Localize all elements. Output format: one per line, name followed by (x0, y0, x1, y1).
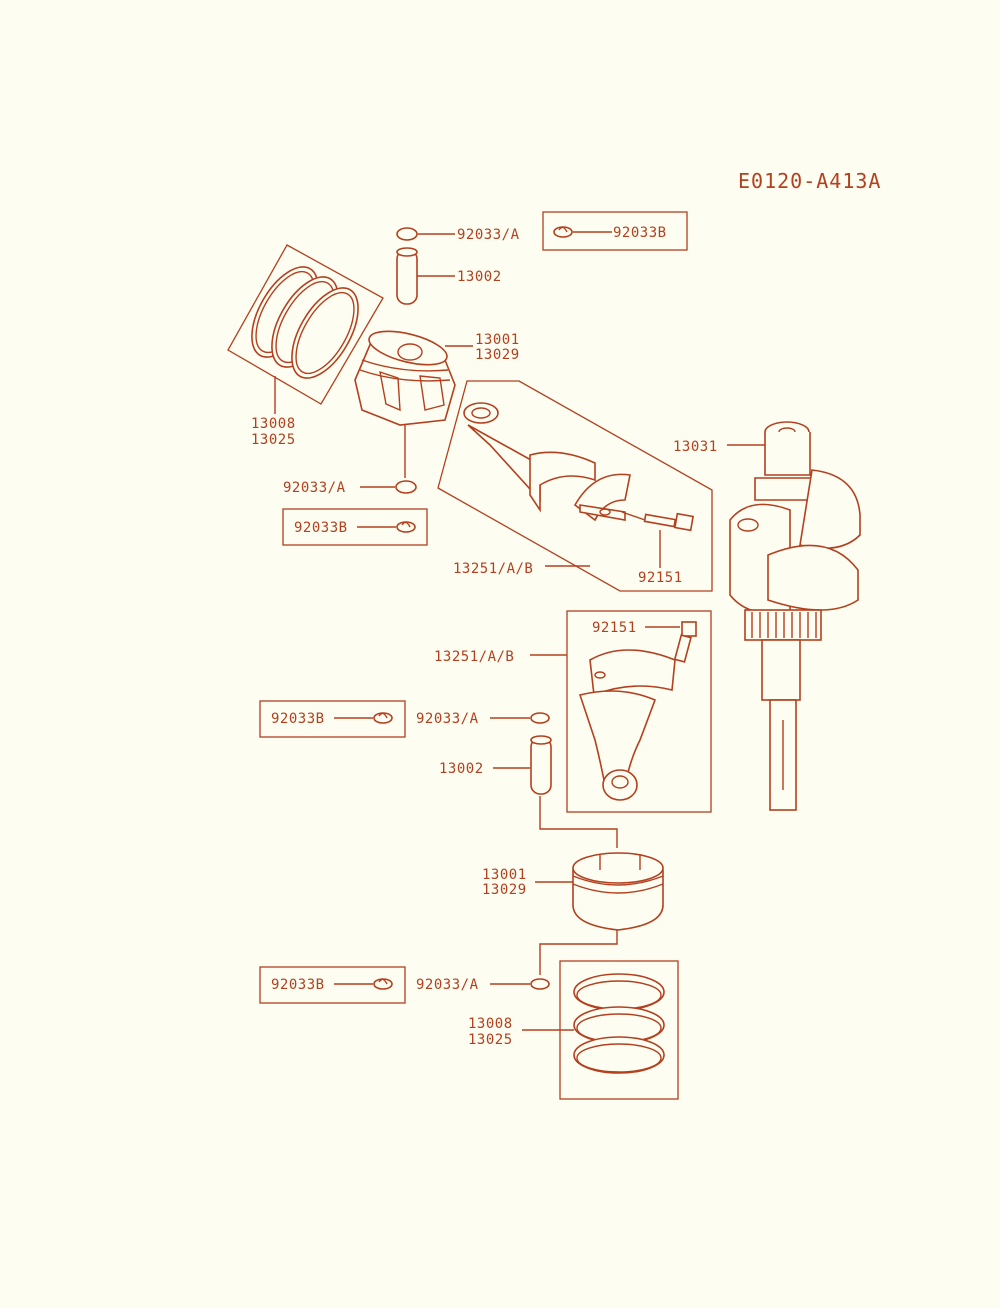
crankshaft-part[interactable] (727, 421, 861, 811)
label-13008-low[interactable]: 13008 (468, 1016, 513, 1032)
label-92033b-top[interactable]: 92033B (613, 225, 667, 241)
piston-low-part[interactable] (535, 852, 664, 975)
piston-pin-low-part[interactable] (493, 735, 618, 848)
callout-box-92033b-top[interactable] (542, 211, 688, 251)
label-13029-low[interactable]: 13029 (482, 882, 527, 898)
label-92033b-low2[interactable]: 92033B (271, 977, 325, 993)
label-92033a-top[interactable]: 92033/A (457, 227, 520, 243)
label-13001-top[interactable]: 13001 (475, 332, 520, 348)
label-13008-top[interactable]: 13008 (251, 416, 296, 432)
piston-pin-top-part[interactable] (396, 247, 455, 305)
circlip-low1-part[interactable] (490, 712, 550, 724)
label-92151-top[interactable]: 92151 (638, 570, 683, 586)
label-92033a-low1[interactable]: 92033/A (416, 711, 479, 727)
label-13025-top[interactable]: 13025 (251, 432, 296, 448)
callout-box-92033b-mid[interactable] (282, 508, 428, 546)
label-13025-low[interactable]: 13025 (468, 1032, 513, 1048)
label-92033b-low1[interactable]: 92033B (271, 711, 325, 727)
label-13001-low[interactable]: 13001 (482, 867, 527, 883)
label-92151-mid[interactable]: 92151 (592, 620, 637, 636)
diagram-code: E0120-A413A (738, 169, 881, 193)
circlip-low2-part[interactable] (490, 978, 550, 990)
label-13251-mid[interactable]: 13251/A/B (434, 649, 514, 665)
label-13002-low[interactable]: 13002 (439, 761, 484, 777)
connecting-rod-mid-part[interactable] (530, 610, 712, 813)
label-13251-top[interactable]: 13251/A/B (453, 561, 533, 577)
label-92033b-mid[interactable]: 92033B (294, 520, 348, 536)
label-13031[interactable]: 13031 (673, 439, 718, 455)
callout-box-92033b-low1[interactable] (259, 700, 406, 738)
connecting-rod-top-part[interactable] (437, 380, 713, 592)
piston-rings-top-part[interactable] (227, 244, 384, 414)
label-92033a-low2[interactable]: 92033/A (416, 977, 479, 993)
label-13029-top[interactable]: 13029 (475, 347, 520, 363)
label-92033a-mid[interactable]: 92033/A (283, 480, 346, 496)
piston-top-part[interactable] (354, 325, 473, 478)
label-13002-top[interactable]: 13002 (457, 269, 502, 285)
piston-rings-low-part[interactable] (522, 960, 679, 1100)
circlip-top-part[interactable] (396, 227, 455, 241)
circlip-mid-part[interactable] (360, 480, 417, 494)
callout-box-92033b-low2[interactable] (259, 966, 406, 1004)
